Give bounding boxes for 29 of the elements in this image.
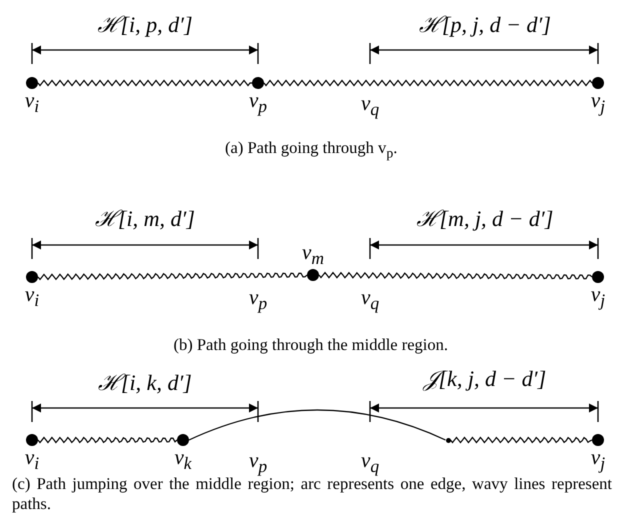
vertex-label: v$_{j}$ bbox=[590, 89, 606, 118]
vertex-label: v$_{p}$ bbox=[249, 449, 268, 478]
vertex-label: v$_{j}$ bbox=[590, 446, 606, 474]
vertex-label: v$_{k}$ bbox=[174, 446, 192, 474]
wavy-path bbox=[264, 80, 592, 86]
wavy-path bbox=[38, 272, 308, 280]
vertex-label: v$_{q}$ bbox=[361, 92, 380, 120]
wavy-path bbox=[450, 436, 592, 444]
wavy-path bbox=[318, 272, 592, 280]
caption: (a) Path going through v$_{p}$. bbox=[225, 138, 398, 162]
vertex-label: v$_{p}$ bbox=[249, 286, 268, 314]
interval-label: ℋ[m, j, d − d′] bbox=[416, 205, 554, 232]
interval-label: 𝒥[k, j, d − d′] bbox=[424, 366, 546, 392]
vertex-label: v$_{p}$ bbox=[248, 89, 268, 118]
vertex-label: v$_{q}$ bbox=[361, 286, 380, 314]
vertex-label: v$_{i}$ bbox=[24, 446, 40, 474]
vertex-label: v$_{i}$ bbox=[24, 283, 40, 312]
vertex-label: v$_{i}$ bbox=[24, 89, 40, 118]
interval-label: ℋ[i, p, d′] bbox=[98, 11, 193, 38]
vertex-label: v$_{j}$ bbox=[590, 283, 606, 312]
vertex-label: v$_{m}$ bbox=[302, 240, 324, 269]
wavy-path bbox=[38, 436, 178, 444]
caption: (b) Path going through the middle region. bbox=[174, 335, 448, 355]
interval-label: ℋ[i, k, d′] bbox=[98, 369, 192, 396]
interval-label: ℋ[i, m, d′] bbox=[95, 205, 195, 232]
interval-label: ℋ[p, j, d − d′] bbox=[419, 11, 551, 38]
arc-edge bbox=[188, 409, 446, 441]
wavy-path bbox=[38, 80, 252, 86]
vertex-label: v$_{q}$ bbox=[361, 449, 380, 478]
